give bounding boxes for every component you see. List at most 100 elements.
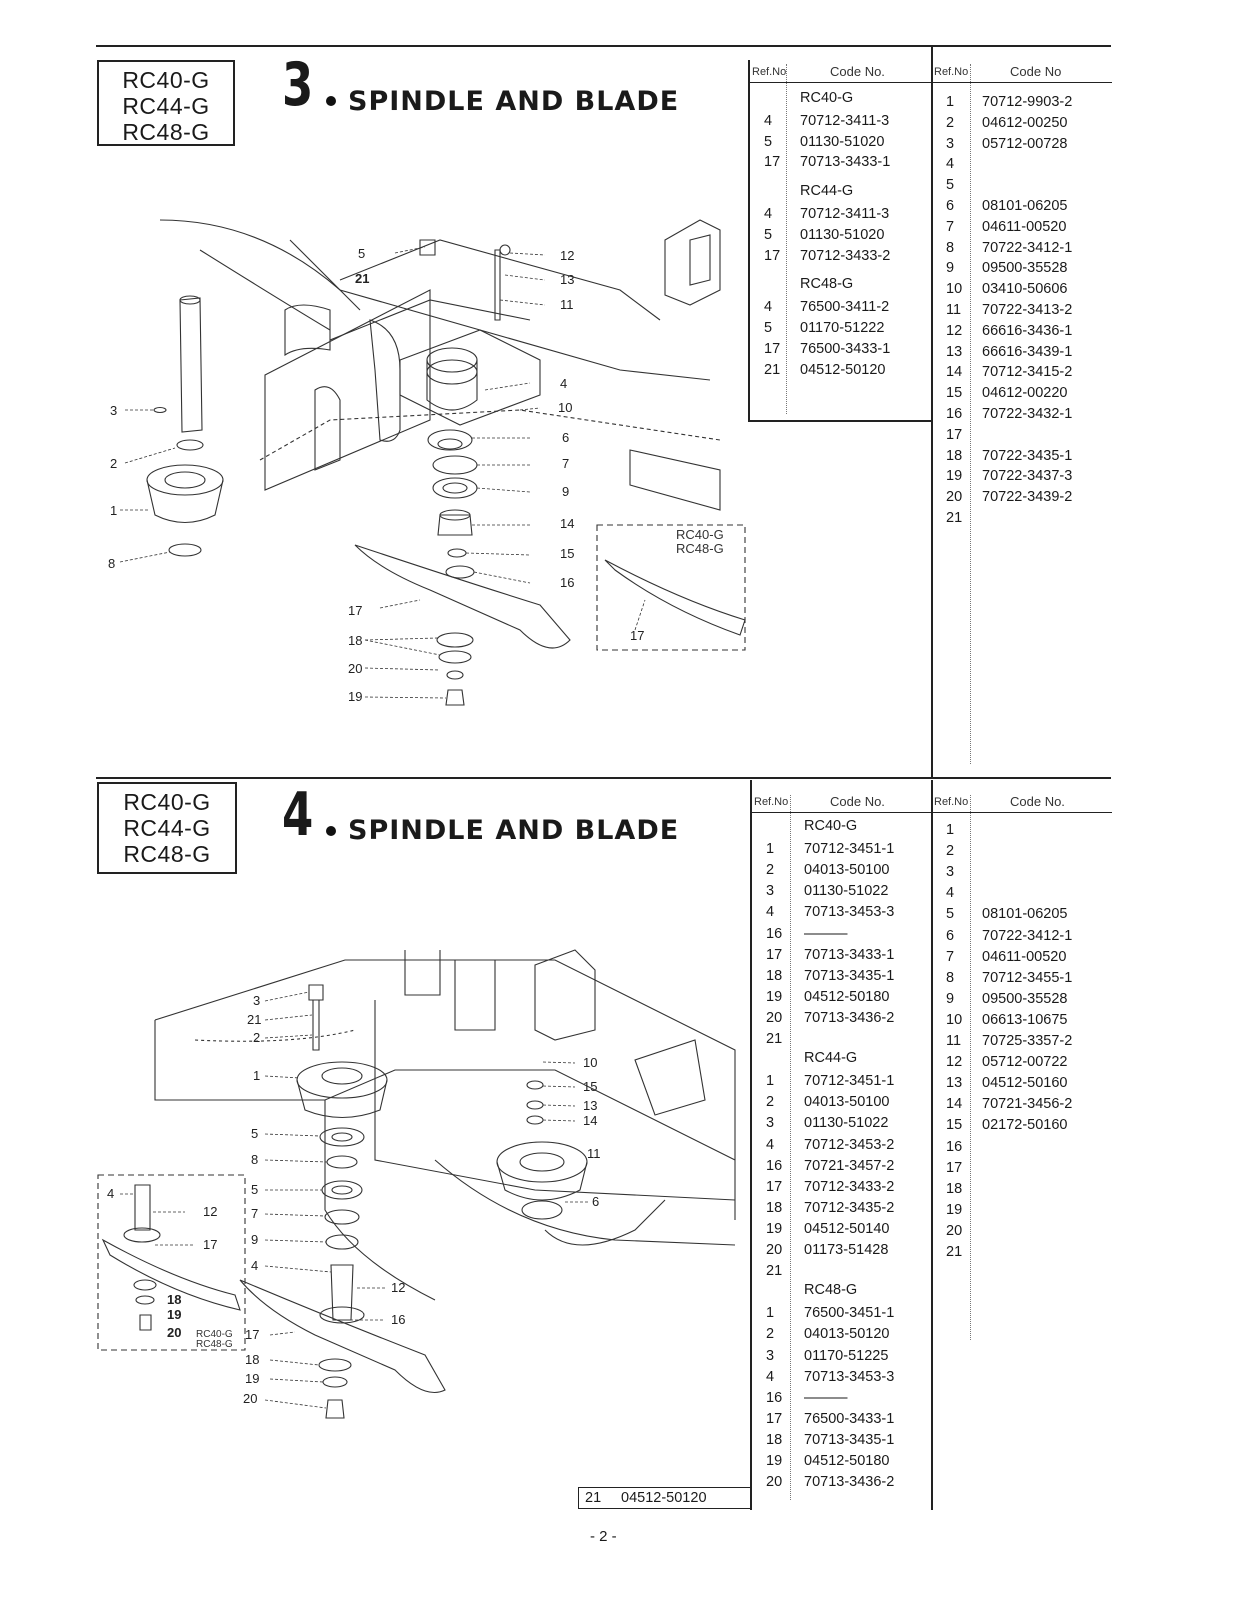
svg-text:11: 11	[587, 1146, 601, 1161]
part-code: 70713-3453-3	[804, 1368, 895, 1385]
section3-model-box: RC40-G RC44-G RC48-G	[97, 60, 235, 146]
callout-11: 11	[560, 297, 574, 312]
section3-inset-label: RC40-G RC48-G	[676, 528, 724, 556]
table-row: 16 ———	[754, 924, 848, 944]
part-code: 05712-00728	[982, 135, 1068, 152]
table-row: 17 76500-3433-1	[754, 1409, 894, 1429]
ref-number: 2	[766, 1094, 775, 1111]
part-code: 04512-50120	[800, 361, 886, 378]
ref-number: 17	[766, 1178, 783, 1195]
ref-number: 1	[946, 94, 955, 110]
ref-number: 19	[766, 988, 783, 1005]
part-code: 76500-3433-1	[804, 1410, 895, 1427]
callout-8: 8	[108, 556, 115, 571]
part-code: 70712-3433-2	[804, 1178, 895, 1195]
part-code: 70713-3435-1	[804, 967, 895, 984]
ref-number: 5	[764, 226, 773, 243]
ref-number: 5	[946, 177, 955, 194]
callout-9: 9	[562, 484, 569, 499]
ref-number: 7	[946, 948, 955, 965]
part-code: 70712-3435-2	[804, 1199, 895, 1216]
part-code: 70712-3415-2	[982, 364, 1073, 381]
ref-number: 19	[766, 1453, 783, 1469]
ref-number: 14	[946, 1096, 963, 1113]
table-row: 4	[934, 883, 982, 903]
table-row: 21	[934, 1242, 982, 1262]
part-code: 70713-3433-1	[804, 946, 895, 963]
ref-number: 17	[766, 946, 783, 963]
section3-model-1: RC40-G	[122, 67, 210, 93]
table-row: 2	[934, 841, 982, 861]
table-row: 5	[934, 175, 982, 195]
part-code: ———	[804, 925, 848, 942]
svg-text:10: 10	[583, 1055, 597, 1070]
callout-18: 18	[348, 633, 362, 648]
part-code: 01173-51428	[804, 1242, 889, 1258]
group-model-label: RC48-G	[800, 276, 854, 293]
ref-number: 18	[766, 1199, 783, 1216]
ref-number: 17	[766, 1410, 783, 1427]
callout-16: 16	[560, 575, 574, 590]
svg-text:9: 9	[251, 1232, 258, 1247]
ref-number: 4	[764, 206, 773, 222]
section4-code2-header: Code No.	[1010, 794, 1065, 809]
ref-number: 6	[946, 198, 955, 214]
ref-number: 16	[766, 925, 783, 942]
ref-number: 15	[946, 385, 963, 402]
ref-number: 13	[946, 1075, 963, 1092]
table-row: 17 70713-3433-1	[754, 945, 894, 965]
svg-text:7: 7	[251, 1206, 258, 1221]
ref-number: 8	[946, 239, 955, 256]
part-code: 76500-3451-1	[804, 1305, 895, 1322]
ref-number: 4	[764, 112, 773, 129]
section3-model-2: RC44-G	[122, 93, 210, 119]
part-code: 70713-3436-2	[804, 1009, 895, 1026]
svg-text:4: 4	[107, 1186, 114, 1201]
ref-number: 18	[766, 1431, 783, 1448]
group-model-label: RC44-G	[800, 183, 854, 200]
part-code: 02172-50160	[982, 1117, 1068, 1134]
ref-number: 9	[946, 260, 955, 277]
svg-text:19: 19	[245, 1371, 259, 1386]
svg-text:18: 18	[245, 1352, 259, 1367]
ref-number: 4	[766, 1136, 775, 1153]
ref-number: 4	[766, 1368, 775, 1385]
part-code: 01170-51222	[800, 320, 885, 336]
section4-ref2-header: Ref.No	[934, 796, 969, 808]
ref-number: 1	[766, 1305, 775, 1322]
ref-number: 19	[946, 1201, 963, 1218]
svg-text:20: 20	[167, 1325, 181, 1340]
part-code: 70713-3436-2	[804, 1474, 895, 1491]
callout-21: 21	[355, 271, 369, 286]
ref-number: 20	[946, 1222, 963, 1239]
ref-number: 1	[766, 841, 775, 858]
ref-number: 17	[764, 154, 781, 171]
callout-3: 3	[110, 403, 117, 418]
ref-number: 2	[766, 1326, 775, 1343]
page-number: - 2 -	[590, 1528, 617, 1545]
